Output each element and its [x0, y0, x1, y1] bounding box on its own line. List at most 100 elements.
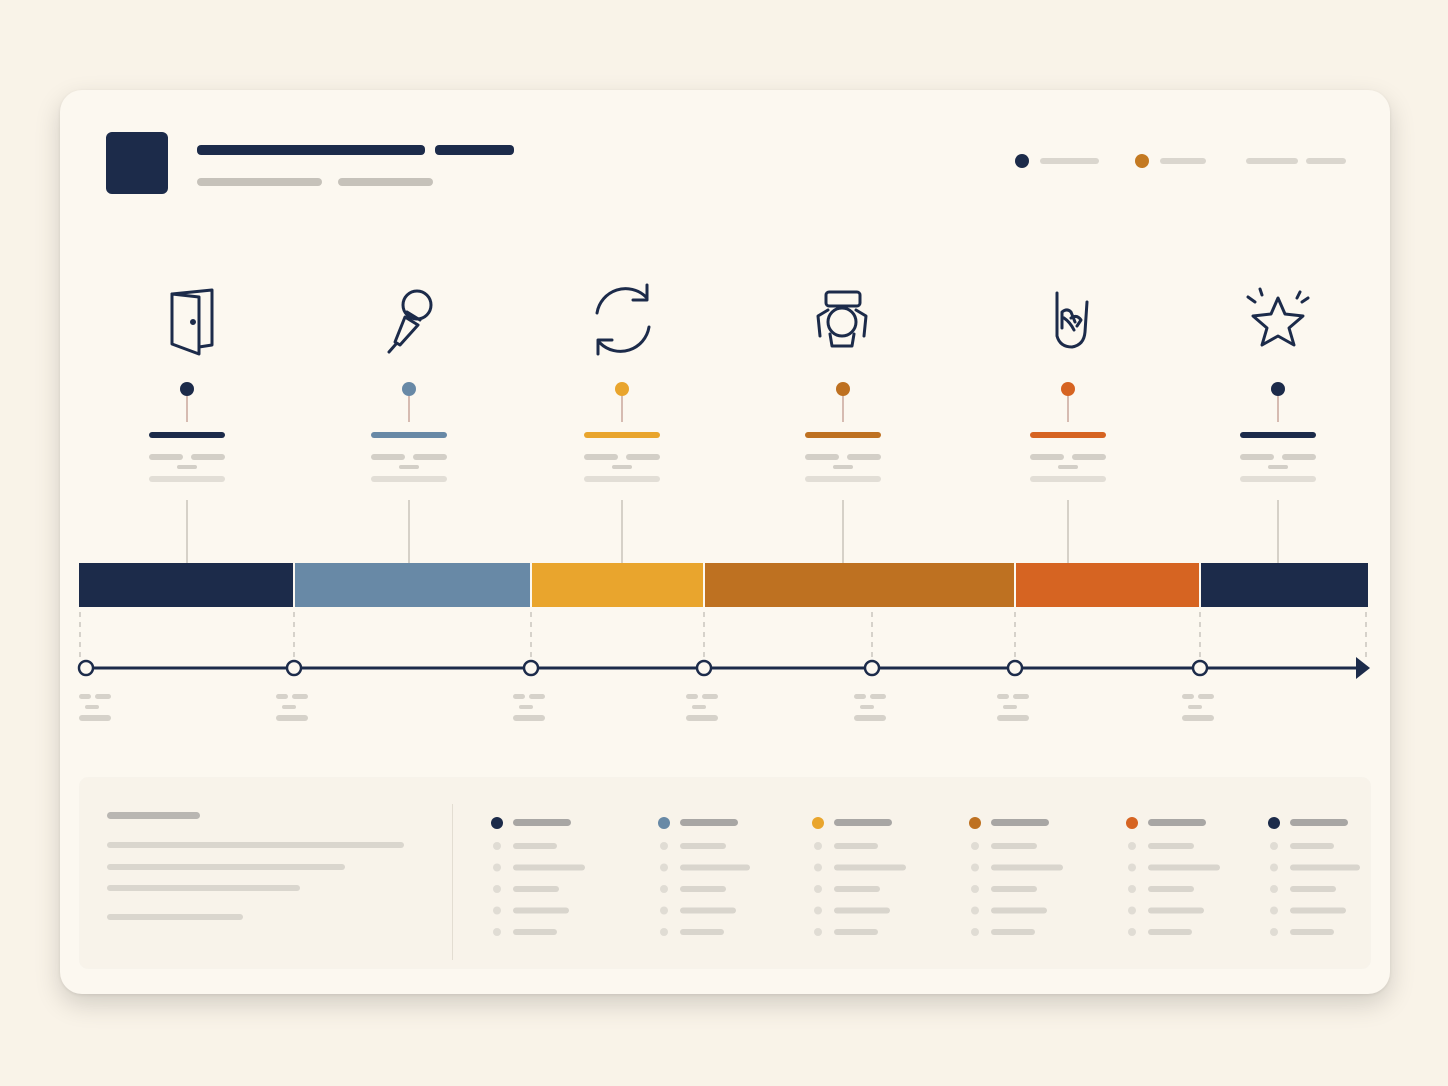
column-item	[1148, 886, 1194, 892]
tick-label	[276, 694, 288, 699]
tick-label	[95, 694, 111, 699]
rock-hand-icon	[1055, 291, 1089, 349]
column-item-bullet	[660, 863, 668, 872]
tick-label	[529, 694, 545, 699]
column-item	[513, 929, 557, 935]
summary-divider	[452, 804, 453, 960]
legend-label-navy	[1040, 158, 1099, 164]
column-heading	[513, 819, 571, 826]
axis-tick	[77, 659, 95, 677]
tick-label	[292, 694, 308, 699]
page-title	[197, 145, 425, 155]
tick-label	[1003, 705, 1017, 709]
column-dot	[658, 817, 670, 829]
column-item-bullet	[1128, 842, 1136, 850]
column-item	[1290, 886, 1336, 892]
summary-columns	[491, 817, 1360, 936]
legend-dot-navy	[1015, 154, 1029, 168]
summary-line	[107, 885, 300, 891]
column-heading	[1290, 819, 1348, 826]
column-heading	[1148, 819, 1206, 826]
column-item-bullet	[1128, 885, 1136, 893]
column-item	[991, 886, 1037, 892]
page-title-suffix	[435, 145, 514, 155]
app-logo	[106, 132, 168, 194]
column-item	[991, 907, 1047, 914]
column-dot	[491, 817, 503, 829]
stage-text	[1240, 476, 1316, 482]
summary-panel	[80, 778, 1370, 968]
column-item	[991, 864, 1063, 871]
page-subtitle-2	[338, 178, 433, 186]
axis-tick	[863, 659, 881, 677]
column-item	[513, 843, 557, 849]
column-item	[1148, 929, 1192, 935]
tick-label	[854, 715, 886, 721]
refresh-icon	[595, 283, 651, 356]
column-item	[1290, 907, 1346, 914]
timeline-segment	[704, 563, 1015, 607]
column-item	[1290, 929, 1334, 935]
column-item-bullet	[660, 928, 668, 936]
axis-tick	[285, 659, 303, 677]
column-item	[834, 864, 906, 871]
tick-label	[85, 705, 99, 709]
tick-label	[702, 694, 718, 699]
column-item	[834, 886, 880, 892]
summary-line	[107, 864, 345, 870]
tick-label	[1013, 694, 1029, 699]
column-item	[991, 843, 1037, 849]
column-dot	[969, 817, 981, 829]
tick-label	[519, 705, 533, 709]
column-item	[513, 864, 585, 871]
stage-text	[177, 465, 197, 469]
column-item-bullet	[814, 863, 822, 872]
column-item-bullet	[1128, 928, 1136, 936]
legend-label-extra-2	[1306, 158, 1346, 164]
summary-line	[107, 842, 404, 848]
tick-label	[282, 705, 296, 709]
legend-dot-bronze	[1135, 154, 1149, 168]
stage-text	[584, 476, 660, 482]
stage-dot	[1061, 382, 1075, 396]
column-item	[680, 886, 726, 892]
stage-title	[805, 432, 881, 438]
stage-text	[1030, 454, 1064, 460]
stage-text	[805, 454, 839, 460]
tick-label	[1182, 715, 1214, 721]
column-item	[1148, 864, 1220, 871]
column-item	[1290, 843, 1334, 849]
tick-label	[860, 705, 874, 709]
column-item-bullet	[814, 906, 822, 915]
column-item	[834, 929, 878, 935]
column-item-bullet	[814, 928, 822, 936]
column-item-bullet	[971, 842, 979, 850]
column-item	[680, 907, 736, 914]
timeline-segment	[531, 563, 704, 607]
timeline-segment	[1015, 563, 1200, 607]
tick-label	[513, 694, 525, 699]
column-item-bullet	[971, 863, 979, 872]
timeline-card	[60, 90, 1390, 994]
tick-label	[997, 694, 1009, 699]
tick-label	[692, 705, 706, 709]
stage-text	[149, 476, 225, 482]
column-item	[834, 843, 878, 849]
stage-text	[1030, 476, 1106, 482]
stage-text	[1072, 454, 1106, 460]
tick-label	[870, 694, 886, 699]
stage-text	[847, 454, 881, 460]
axis-tick	[1006, 659, 1024, 677]
column-item	[1290, 864, 1360, 871]
stage-text	[626, 454, 660, 460]
stage-text	[584, 454, 618, 460]
axis-tick	[695, 659, 713, 677]
axis-arrow	[1356, 657, 1370, 679]
tick-label	[1198, 694, 1214, 699]
column-item-bullet	[1128, 863, 1136, 872]
summary-heading	[107, 812, 200, 819]
column-item-bullet	[971, 928, 979, 936]
column-item	[680, 929, 724, 935]
timeline-segments	[79, 563, 1368, 607]
